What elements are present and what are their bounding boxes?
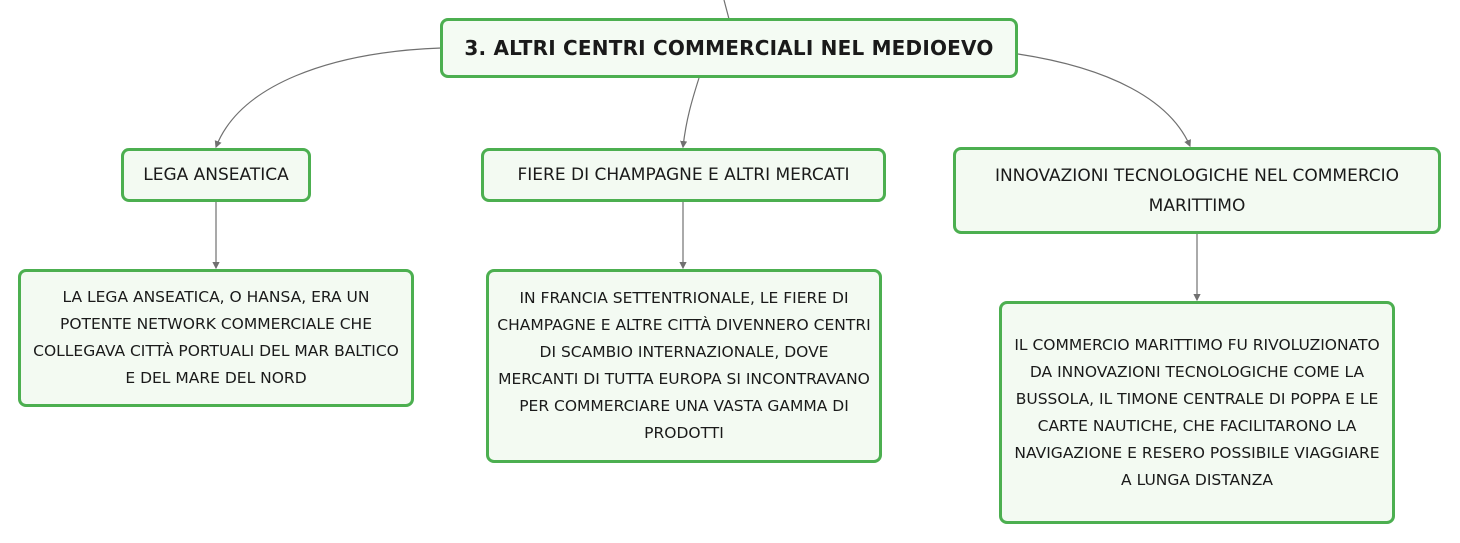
detail-text: IL COMMERCIO MARITTIMO FU RIVOLUZIONATO … <box>1014 335 1380 489</box>
topic-label: INNOVAZIONI TECNOLOGICHE NEL COMMERCIO M… <box>994 165 1400 216</box>
detail-text: IN FRANCIA SETTENTRIONALE, LE FIERE DI C… <box>497 289 871 442</box>
connector-parent-to-root <box>723 0 730 20</box>
connector-root-to-lega-anseatica <box>214 47 442 149</box>
topic-lega-anseatica[interactable]: LEGA ANSEATICA <box>121 148 311 202</box>
detail-innovazioni-tecnologiche[interactable]: IL COMMERCIO MARITTIMO FU RIVOLUZIONATO … <box>999 301 1395 524</box>
detail-fiere-di-champagne[interactable]: IN FRANCIA SETTENTRIONALE, LE FIERE DI C… <box>486 269 882 463</box>
detail-lega-anseatica[interactable]: LA LEGA ANSEATICA, O HANSA, ERA UN POTEN… <box>18 269 414 407</box>
topic-label: LEGA ANSEATICA <box>143 165 289 185</box>
detail-text: LA LEGA ANSEATICA, O HANSA, ERA UN POTEN… <box>33 288 399 387</box>
connector-root-to-fiere <box>680 77 700 149</box>
topic-label: FIERE DI CHAMPAGNE E ALTRI MERCATI <box>517 165 850 185</box>
connector-root-to-innovazioni <box>1017 53 1191 148</box>
root-topic-title: 3. ALTRI CENTRI COMMERCIALI NEL MEDIOEVO <box>464 36 994 60</box>
topic-innovazioni-tecnologiche[interactable]: INNOVAZIONI TECNOLOGICHE NEL COMMERCIO M… <box>953 147 1441 234</box>
root-topic[interactable]: 3. ALTRI CENTRI COMMERCIALI NEL MEDIOEVO <box>440 18 1018 78</box>
topic-fiere-di-champagne[interactable]: FIERE DI CHAMPAGNE E ALTRI MERCATI <box>481 148 886 202</box>
